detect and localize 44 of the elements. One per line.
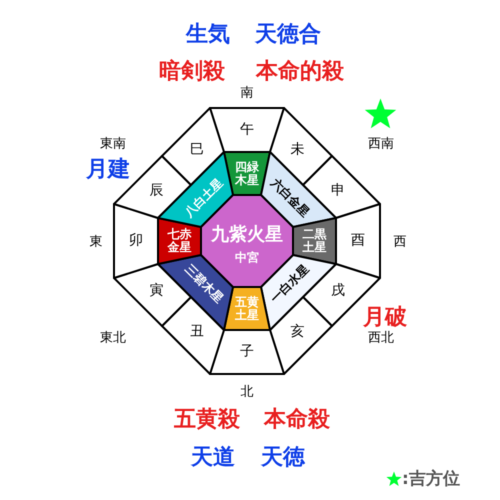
annotation-text: 天道 xyxy=(191,447,235,469)
annotation-text: 生気 xyxy=(186,24,230,46)
annotation-text: 月破 xyxy=(363,307,407,329)
branch-label: 酉 xyxy=(351,233,365,249)
star-label: 一白水星 xyxy=(268,262,312,306)
star-label: 五黄土星 xyxy=(235,295,259,322)
star-label: 三碧木星 xyxy=(182,262,226,306)
branch-label: 亥 xyxy=(290,324,304,340)
star-label: 二黒土星 xyxy=(302,228,326,254)
annotation-text: 天徳合 xyxy=(255,24,321,46)
branch-label: 戌 xyxy=(330,284,345,299)
star-label: 四緑木星 xyxy=(235,160,259,187)
direction-label: 北 xyxy=(240,386,254,398)
branch-label: 子 xyxy=(240,344,254,360)
branch-label: 卯 xyxy=(129,233,143,249)
direction-label: 東 xyxy=(90,236,102,248)
direction-label: 東南 xyxy=(100,138,126,150)
branch-label: 未 xyxy=(290,142,304,158)
branch-cell xyxy=(335,203,381,279)
annotation-text: 本命殺 xyxy=(264,409,330,431)
direction-label: 西南 xyxy=(368,138,394,150)
branch-label: 午 xyxy=(240,122,254,138)
annotation-text: 暗剣殺 xyxy=(159,61,225,83)
branch-cell xyxy=(113,203,159,279)
star-label: 八白土星 xyxy=(182,176,226,220)
direction-label: 南 xyxy=(240,86,254,100)
annotation-text: 天徳 xyxy=(261,447,305,469)
branch-label: 辰 xyxy=(149,183,164,198)
branch-cell xyxy=(209,329,285,375)
center-label: 中宮 xyxy=(235,251,259,265)
star-label: 六白金星 xyxy=(268,176,312,220)
direction-label: 西 xyxy=(394,236,406,248)
direction-label: 東北 xyxy=(100,332,126,344)
branch-label: 寅 xyxy=(149,284,164,299)
annotation-text: 五黄殺 xyxy=(174,409,240,431)
annotation-text: 本命的殺 xyxy=(256,61,344,83)
star-label: 七赤金星 xyxy=(168,228,192,254)
star-label: 九紫火星 xyxy=(211,225,283,245)
branch-label: 申 xyxy=(330,183,345,198)
branch-label: 丑 xyxy=(190,324,204,340)
branch-label: 巳 xyxy=(190,142,204,158)
annotation-text: 月建 xyxy=(86,159,130,181)
direction-label: 西北 xyxy=(368,332,394,344)
legend-text: :吉方位 xyxy=(402,468,460,490)
